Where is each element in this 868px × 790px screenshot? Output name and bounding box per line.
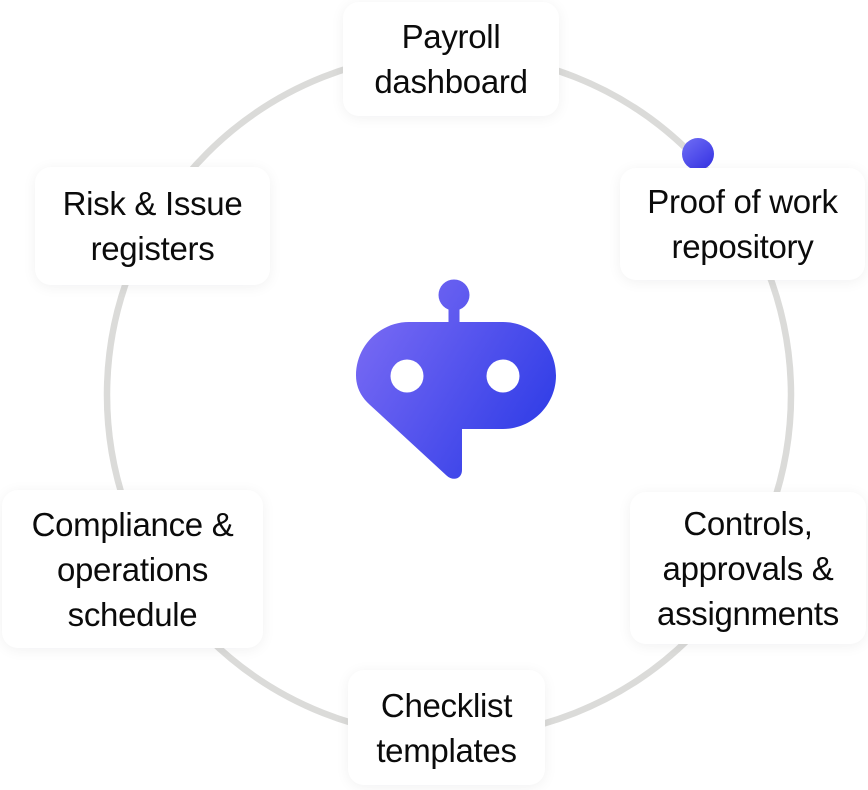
label-card-proof-of-work-repository: Proof of work repository (620, 168, 865, 280)
bubble-body (356, 322, 556, 479)
label-text: Controls, approvals & assignments (657, 504, 839, 632)
label-text: Risk & Issue registers (62, 185, 243, 267)
antenna-stem (448, 305, 460, 329)
label-text: Checklist templates (376, 686, 517, 769)
label-text: Payroll dashboard (374, 18, 528, 100)
left-eye (390, 359, 424, 393)
label-card-compliance-operations-schedule: Compliance & operations schedule (2, 490, 263, 648)
right-eye (486, 359, 520, 393)
label-text: Proof of work repository (647, 183, 838, 265)
label-card-risk-issue-registers: Risk & Issue registers (35, 167, 270, 285)
antenna-ball (438, 279, 470, 311)
label-card-checklist-templates: Checklist templates (348, 670, 545, 785)
orbit-dot (682, 138, 714, 170)
label-text: Compliance & operations schedule (31, 505, 234, 633)
label-card-payroll-dashboard: Payroll dashboard (343, 2, 559, 116)
label-card-controls-approvals-assignments: Controls, approvals & assignments (630, 492, 866, 644)
chatbot-icon (356, 279, 556, 479)
